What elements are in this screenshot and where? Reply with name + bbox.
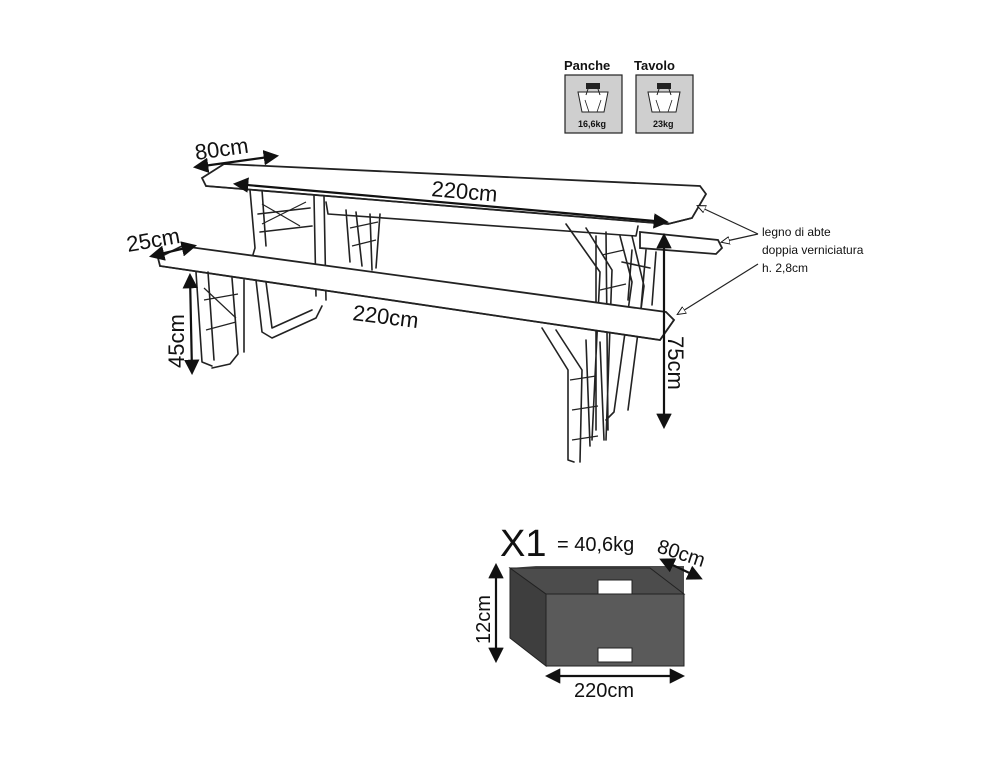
weight-panche: Panche 16,6kg bbox=[564, 58, 623, 134]
box-front-handle bbox=[597, 647, 633, 663]
package-weight: = 40,6kg bbox=[557, 534, 634, 556]
weight-panche-value: 16,6kg bbox=[578, 119, 606, 129]
package-quantity: X1 bbox=[500, 523, 546, 565]
furniture-illustration bbox=[156, 163, 724, 463]
weight-tavolo-value: 23kg bbox=[653, 119, 674, 129]
bench-length-label: 220cm bbox=[351, 300, 420, 333]
package-box: X1 = 40,6kg 80cm 12cm 220cm bbox=[473, 523, 708, 702]
package-length-label: 220cm bbox=[574, 680, 634, 702]
weight-tavolo: Tavolo 23kg bbox=[634, 58, 694, 134]
table-weight-icon bbox=[647, 83, 681, 113]
bench-height-label: 45cm bbox=[164, 314, 189, 368]
table-height-label: 75cm bbox=[663, 336, 688, 390]
material-note-line-2: doppia verniciatura bbox=[762, 243, 864, 257]
weight-panche-label: Panche bbox=[564, 58, 610, 73]
material-note-line-3: h. 2,8cm bbox=[762, 261, 808, 275]
package-height-label: 12cm bbox=[473, 595, 495, 644]
material-note-line-1: legno di abte bbox=[762, 225, 831, 239]
box-top-handle bbox=[597, 579, 633, 595]
table-length-label: 220cm bbox=[431, 176, 499, 207]
weight-tavolo-label: Tavolo bbox=[634, 58, 675, 73]
bench-weight-icon bbox=[577, 83, 609, 113]
